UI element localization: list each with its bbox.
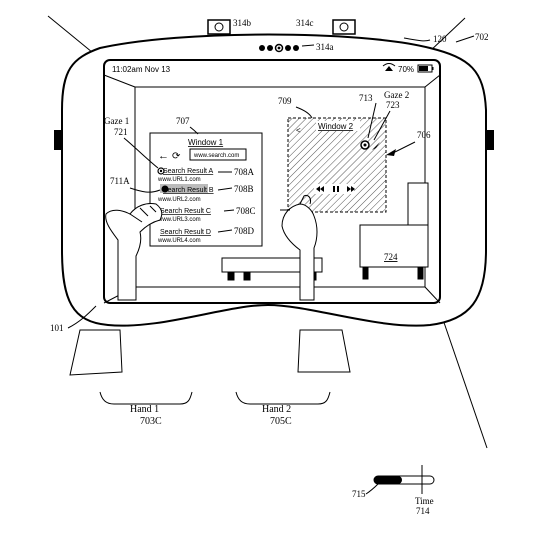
result-a-ref: 708A — [234, 167, 255, 177]
selection-dot — [161, 185, 169, 193]
cursor-arrow — [372, 142, 380, 150]
window1-title: Window 1 — [188, 138, 224, 147]
highlight-ref: 711A — [110, 176, 130, 186]
cursor-ref: 713 — [359, 93, 373, 103]
time-ref: 714 — [416, 506, 430, 516]
gaze-target-icon — [360, 140, 370, 150]
result-b[interactable]: Search Result B www.URL2.com — [157, 184, 214, 203]
result-c-label: Search Result C — [160, 208, 211, 215]
window2-ref: 709 — [278, 96, 292, 106]
gaze2-ref: 723 — [386, 100, 400, 110]
hand1-real — [69, 329, 123, 376]
sensor-right-ref: 314c — [296, 18, 314, 28]
result-b-url: www.URL2.com — [157, 197, 201, 203]
result-c[interactable]: Search Result C www.URL3.com — [157, 208, 211, 223]
time-label: Time — [415, 496, 434, 506]
result-d-label: Search Result D — [160, 229, 211, 236]
result-c-ref: 708C — [236, 206, 256, 216]
status-battery: 70% — [398, 65, 414, 74]
result-b-highlight — [160, 184, 208, 193]
window2-title-bg — [316, 121, 360, 131]
timer-ref: 715 — [352, 489, 366, 499]
status-time: 11:02am Nov 13 — [112, 65, 171, 74]
gaze1-ref: 721 — [114, 127, 128, 137]
result-d-ref: 708D — [234, 226, 255, 236]
arrow-ref: 706 — [417, 130, 431, 140]
back-arrow-icon[interactable]: ← — [158, 150, 169, 162]
hand1-display — [105, 203, 163, 301]
sensor-left — [207, 19, 231, 35]
result-a-url: www.URL1.com — [157, 177, 201, 183]
hand2-label: Hand 2 — [262, 404, 291, 415]
perspective-line-bottom-right — [437, 304, 488, 449]
result-a[interactable]: Search Result A www.URL1.com — [157, 168, 214, 183]
left-side-clip — [54, 130, 62, 150]
window2-title: Window 2 — [318, 122, 354, 131]
right-side-clip — [486, 130, 494, 150]
battery-icon — [417, 64, 434, 73]
sensor-right — [332, 19, 356, 35]
hand1-bracket — [99, 391, 193, 405]
result-a-label: Search Result A — [163, 168, 214, 175]
result-b-label: Search Result B — [163, 187, 214, 194]
media-controls-icon[interactable] — [316, 186, 355, 192]
hand2-ref: 705C — [270, 416, 292, 427]
display-ref: 702 — [475, 32, 489, 42]
sensor-right-lens — [339, 22, 349, 32]
gaze2-label: Gaze 2 — [384, 90, 409, 100]
gaze1-label: Gaze 1 — [104, 116, 129, 126]
result-d-url: www.URL4.com — [157, 238, 201, 244]
hand1-ref: 703C — [140, 416, 162, 427]
window1-ref: 707 — [176, 116, 190, 126]
result-d[interactable]: Search Result D www.URL4.com — [157, 229, 211, 244]
indicator-lights — [259, 43, 299, 53]
refresh-icon[interactable]: ⟳ — [172, 151, 181, 162]
pointer-arrow — [386, 149, 396, 156]
address-text: www.search.com — [193, 153, 239, 159]
sensor-left-lens — [214, 22, 224, 32]
chair — [359, 182, 429, 280]
sensor-left-ref: 314b — [233, 18, 252, 28]
device-ref: 120 — [433, 34, 447, 44]
wifi-icon — [382, 63, 396, 71]
hand1-label: Hand 1 — [130, 404, 159, 415]
window2-back-icon[interactable]: < — [296, 126, 301, 135]
furniture-ref: 724 — [384, 252, 398, 262]
result-b-ref: 708B — [234, 184, 254, 194]
hand2-display — [280, 195, 318, 301]
timer-bar — [373, 465, 435, 494]
address-bar[interactable] — [189, 148, 247, 161]
indicator-ref: 314a — [316, 42, 334, 52]
result-c-url: www.URL3.com — [157, 217, 201, 223]
hand2-real — [297, 329, 351, 373]
headset-ref: 101 — [50, 323, 64, 333]
hand2-bracket — [235, 391, 331, 405]
